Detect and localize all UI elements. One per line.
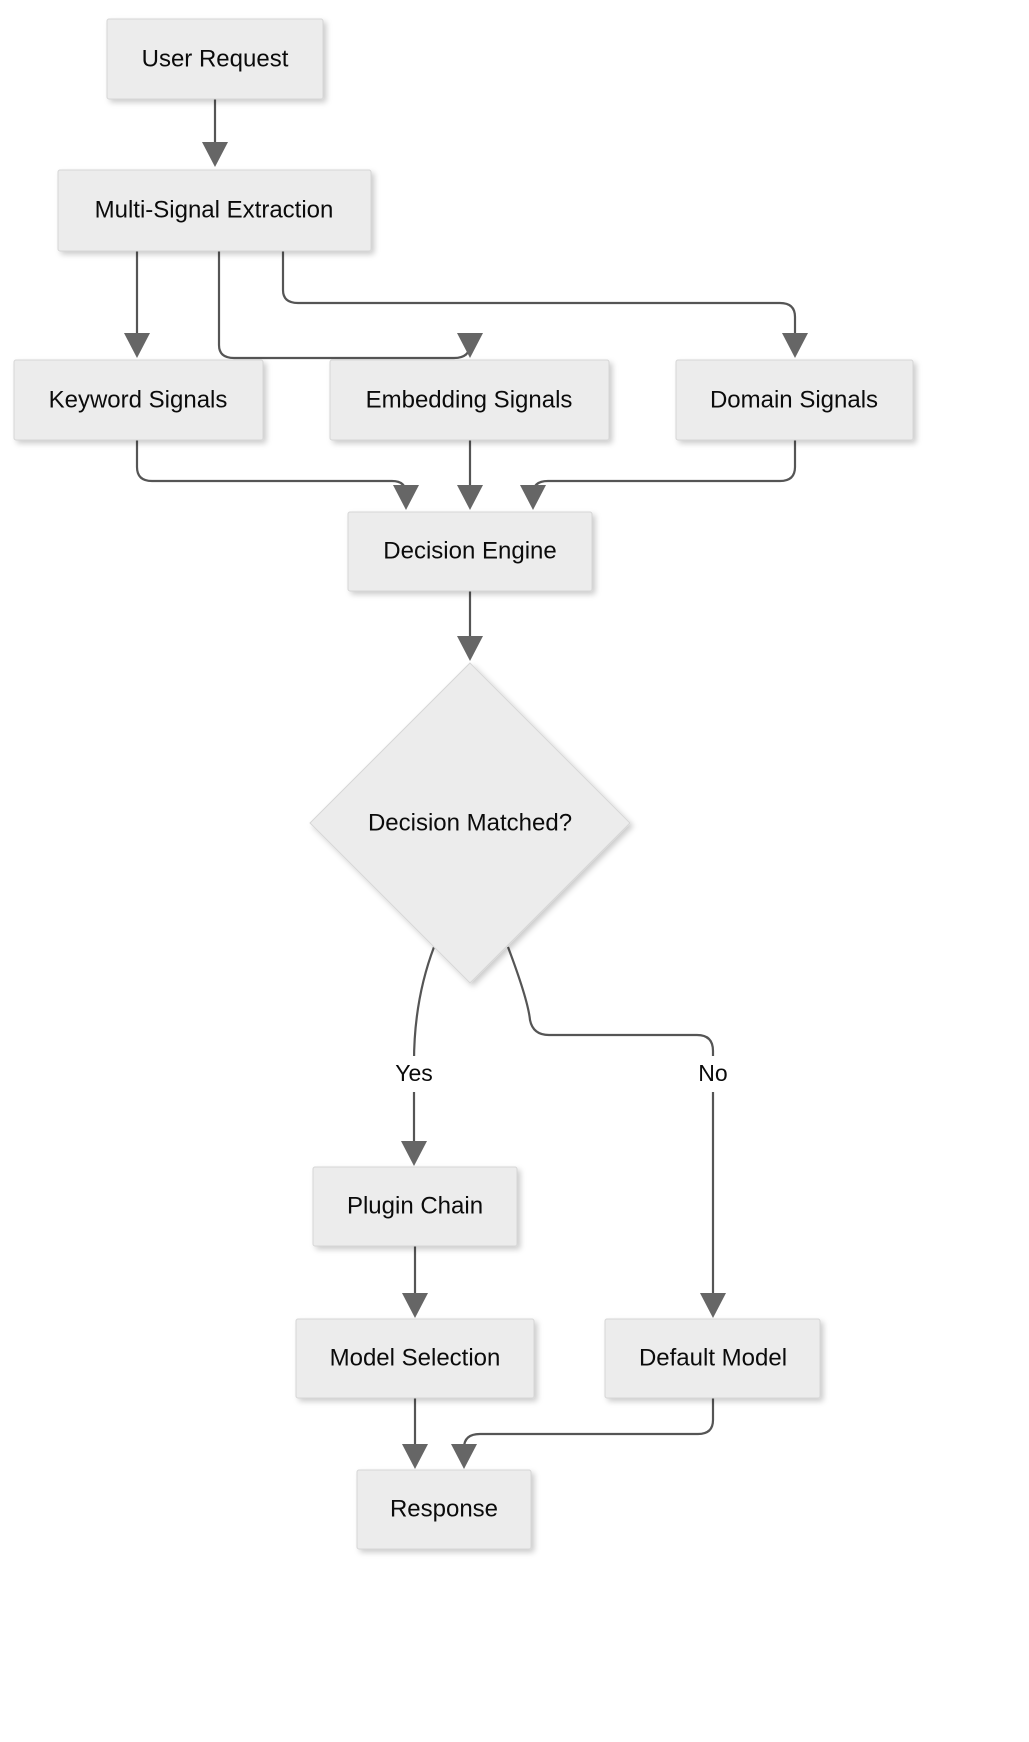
node-decision-engine-label: Decision Engine: [383, 537, 556, 564]
edge-multi-signal-to-keyword-signals: [124, 251, 150, 358]
edges-layer: [124, 99, 808, 1469]
node-model-selection-label: Model Selection: [330, 1344, 501, 1371]
node-user-request-box[interactable]: [106, 18, 324, 100]
node-embedding-signals-label: Embedding Signals: [366, 386, 573, 413]
node-multi-signal-extraction-box[interactable]: [57, 169, 372, 252]
node-plugin-chain[interactable]: Plugin Chain: [312, 1166, 518, 1247]
edge-plugin-chain-to-model-selection: [402, 1246, 428, 1318]
node-domain-signals[interactable]: Domain Signals: [675, 359, 914, 441]
node-default-model-label: Default Model: [639, 1344, 787, 1371]
edge-embedding-signals-to-decision-engine: [457, 440, 483, 510]
node-domain-signals-box[interactable]: [675, 359, 914, 441]
node-keyword-signals[interactable]: Keyword Signals: [13, 359, 264, 441]
edge-user-request-to-multi-signal: [202, 99, 228, 167]
edge-label-yes-group: Yes: [386, 1056, 443, 1092]
node-domain-signals-label: Domain Signals: [710, 386, 878, 413]
edge-model-selection-to-response: [402, 1398, 428, 1469]
edge-default-model-to-response: [451, 1398, 715, 1469]
edge-keyword-signals-to-decision-engine: [135, 440, 419, 510]
edge-multi-signal-to-domain-signals: [281, 251, 808, 358]
node-decision-engine-box[interactable]: [347, 511, 593, 592]
node-decision-matched[interactable]: Decision Matched?: [309, 662, 631, 984]
node-keyword-signals-box[interactable]: [13, 359, 264, 441]
edge-decision-matched-to-default-model: [506, 946, 726, 1318]
node-default-model-box[interactable]: [604, 1318, 821, 1399]
edge-multi-signal-to-embedding-signals: [217, 251, 483, 360]
node-response[interactable]: Response: [356, 1469, 532, 1550]
node-keyword-signals-label: Keyword Signals: [49, 386, 228, 413]
nodes-layer: User Request Multi-Signal Extraction Key…: [13, 18, 914, 1550]
node-response-box[interactable]: [356, 1469, 532, 1550]
node-response-label: Response: [390, 1495, 498, 1522]
node-decision-engine[interactable]: Decision Engine: [347, 511, 593, 592]
node-model-selection[interactable]: Model Selection: [295, 1318, 535, 1399]
node-multi-signal-extraction-label: Multi-Signal Extraction: [95, 196, 334, 223]
edge-label-yes: Yes: [395, 1060, 433, 1086]
node-model-selection-box[interactable]: [295, 1318, 535, 1399]
node-embedding-signals-box[interactable]: [329, 359, 610, 441]
edge-label-no-group: No: [689, 1056, 737, 1092]
node-default-model[interactable]: Default Model: [604, 1318, 821, 1399]
node-decision-matched-diamond[interactable]: [309, 662, 631, 984]
edge-label-yes-backdrop: [386, 1056, 443, 1092]
node-user-request[interactable]: User Request: [106, 18, 324, 100]
node-decision-matched-label: Decision Matched?: [368, 809, 572, 836]
edge-decision-engine-to-decision-matched: [457, 591, 483, 661]
edge-label-no: No: [698, 1060, 727, 1086]
node-plugin-chain-box[interactable]: [312, 1166, 518, 1247]
node-multi-signal-extraction[interactable]: Multi-Signal Extraction: [57, 169, 372, 252]
edge-labels-layer: Yes No: [386, 1056, 737, 1092]
node-user-request-label: User Request: [142, 45, 289, 72]
edge-label-no-backdrop: [689, 1056, 737, 1092]
node-plugin-chain-label: Plugin Chain: [347, 1192, 483, 1219]
node-embedding-signals[interactable]: Embedding Signals: [329, 359, 610, 441]
edge-domain-signals-to-decision-engine: [520, 440, 797, 510]
